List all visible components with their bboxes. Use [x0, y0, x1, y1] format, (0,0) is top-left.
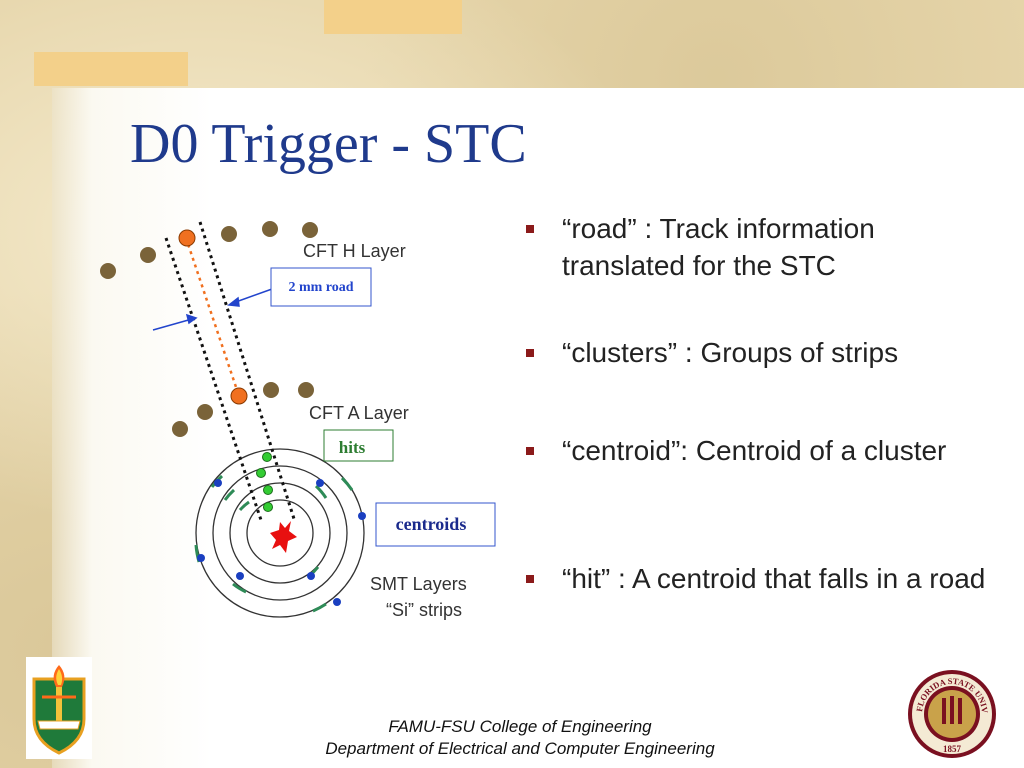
si-strip: [314, 484, 328, 499]
cft-a-fiber: [197, 404, 213, 420]
bullet-text: “road” : Track information translated fo…: [562, 213, 875, 281]
cft-h-fibers: [100, 221, 318, 279]
centroid-dot: [307, 572, 315, 580]
arrowhead: [227, 296, 240, 307]
centroid-dot: [333, 598, 341, 606]
fsu-seal-icon: FLORIDA STATE UNIVERSITY 1857: [903, 660, 996, 758]
centroid-dot: [236, 572, 244, 580]
cft-a-fiber: [263, 382, 279, 398]
si-strip: [194, 544, 201, 563]
bullet-square-icon: [526, 225, 534, 233]
centroid-dot: [197, 554, 205, 562]
cft-a-fiber: [172, 421, 188, 437]
famu-logo: [26, 657, 92, 759]
famu-crest-icon: [32, 665, 86, 755]
fsu-seal: FLORIDA STATE UNIVERSITY 1857: [903, 660, 998, 765]
cft-a-label: CFT A Layer: [309, 403, 409, 423]
road-boundaries: [164, 221, 297, 523]
si-strip: [340, 476, 354, 491]
si-strip: [312, 602, 327, 613]
hit-dot: [256, 468, 266, 478]
cft-a-fiber: [298, 382, 314, 398]
road-label: 2 mm road: [288, 280, 353, 295]
cft-a-fibers: [172, 382, 314, 437]
road-arrow: [152, 318, 193, 331]
bullet-text: “centroid”: Centroid of a cluster: [562, 435, 947, 466]
footer: FAMU-FSU College of Engineering Departme…: [260, 716, 780, 760]
road-arrows: [152, 288, 273, 331]
bullet-square-icon: [526, 575, 534, 583]
road-arrow: [232, 288, 273, 304]
footer-line-2: Department of Electrical and Computer En…: [325, 739, 715, 758]
cft-h-fiber: [302, 222, 318, 238]
footer-line-1: FAMU-FSU College of Engineering: [388, 717, 652, 736]
smt-label-line1: SMT Layers: [370, 574, 467, 594]
hit-dot: [263, 485, 273, 495]
bullet-text: “clusters” : Groups of strips: [562, 337, 899, 368]
si-strip: [232, 582, 247, 594]
road-label-box: [270, 267, 372, 307]
decor-block: [34, 52, 188, 86]
interaction-point-icon: [270, 521, 297, 553]
cft-h-fiber: [140, 247, 156, 263]
smt-layer-ring: [212, 465, 348, 601]
hits-label-box: [323, 429, 394, 462]
content-panel: [52, 88, 1024, 768]
cft-h-fiber: [262, 221, 278, 237]
bullet-item: “clusters” : Groups of strips: [520, 334, 1000, 371]
bullet-square-icon: [526, 447, 534, 455]
centroid-dot: [214, 479, 222, 487]
smt-layer-ring: [195, 448, 365, 618]
hit-dot: [263, 502, 273, 512]
hit-dots: [256, 452, 273, 512]
cft-a-hit-fiber: [230, 387, 248, 405]
smt-layers: [195, 448, 365, 618]
decor-block: [324, 0, 462, 34]
cft-h-fiber: [100, 263, 116, 279]
smt-label-line2: “Si” strips: [386, 600, 462, 620]
si-strip: [238, 500, 250, 512]
fsu-seal-year: 1857: [943, 744, 962, 754]
smt-layer-ring: [229, 482, 331, 584]
bullet-square-icon: [526, 349, 534, 357]
bullet-item: “hit” : A centroid that falls in a road: [520, 560, 1000, 597]
hits-label: hits: [339, 438, 366, 457]
bullet-item: “road” : Track information translated fo…: [520, 210, 1000, 284]
centroid-dot: [358, 512, 366, 520]
arrowhead: [185, 313, 198, 325]
centroid-dot: [316, 479, 324, 487]
si-strips: [194, 474, 354, 613]
bullet-text: “hit” : A centroid that falls in a road: [562, 563, 986, 594]
road-boundary-left: [164, 237, 263, 521]
centroid-dots: [197, 479, 366, 606]
cft-h-fiber: [221, 226, 237, 242]
centroids-label: centroids: [396, 514, 467, 534]
smt-layer-ring: [246, 499, 314, 567]
cft-h-label: CFT H Layer: [303, 241, 406, 261]
si-strip: [223, 488, 236, 501]
hit-dot: [262, 452, 272, 462]
centroids-label-box: [375, 502, 496, 547]
bullet-item: “centroid”: Centroid of a cluster: [520, 432, 1000, 469]
slide-title: D0 Trigger - STC: [130, 113, 527, 175]
cft-h-hit-fiber: [178, 229, 196, 247]
